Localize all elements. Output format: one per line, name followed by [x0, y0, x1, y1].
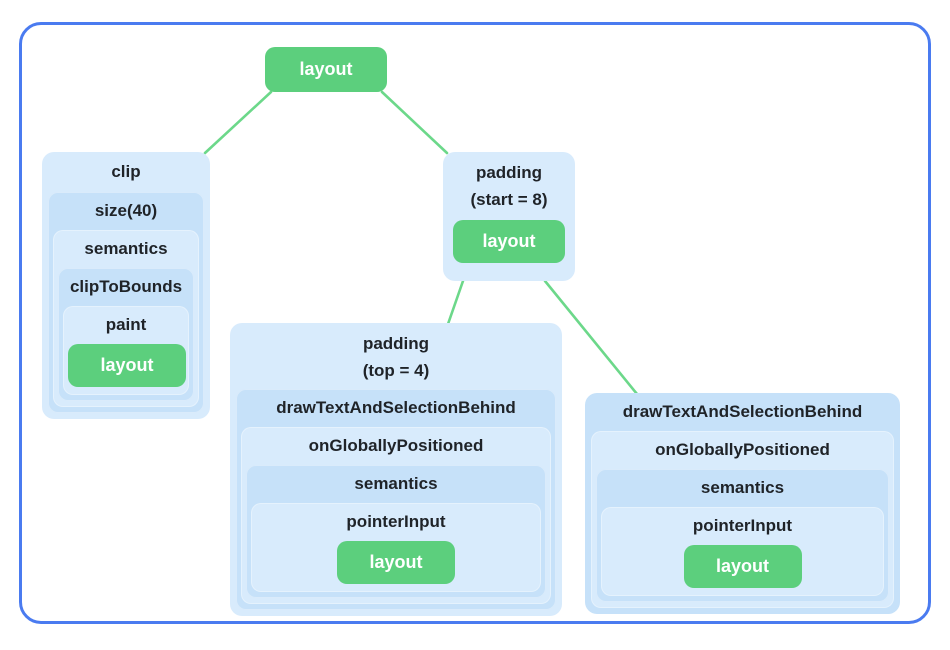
padding-start-title-line2: (start = 8) — [470, 190, 548, 209]
node-cliptobounds: clipToBounds paint layout — [58, 268, 194, 401]
pointerinput-right-label: pointerInput — [692, 516, 793, 535]
node-layout-right-leaf: layout — [683, 545, 802, 588]
node-paint: paint layout — [63, 306, 189, 395]
node-layout-middle-leaf: layout — [337, 541, 455, 584]
padding-start-title-line1: padding — [475, 163, 543, 182]
size40-label: size(40) — [94, 201, 158, 220]
padding-top-title-line2: (top = 4) — [362, 361, 430, 380]
node-pointerinput-middle: pointerInput layout — [251, 503, 541, 592]
node-pointerinput-right: pointerInput layout — [601, 507, 884, 596]
clip-title: clip — [111, 162, 141, 181]
node-ongloballypositioned-right: onGloballyPositioned semantics pointerIn… — [591, 431, 894, 608]
card-padding-start: padding (start = 8) layout — [443, 152, 575, 281]
padding-top-title: padding (top = 4) — [236, 323, 556, 389]
paint-label: paint — [105, 315, 147, 334]
semantics-middle-label: semantics — [354, 474, 438, 493]
pointerinput-middle-label: pointerInput — [346, 512, 446, 531]
semantics-right-label: semantics — [700, 478, 785, 497]
card-padding-top: padding (top = 4) drawTextAndSelectionBe… — [230, 323, 562, 616]
card-clip: clip size(40) semantics clipToBounds pai… — [42, 152, 210, 419]
semantics-clip-label: semantics — [84, 239, 168, 258]
ongloballypositioned-right-label: onGloballyPositioned — [655, 440, 830, 459]
ongloballypositioned-middle-label: onGloballyPositioned — [308, 436, 484, 455]
node-semantics-middle: semantics pointerInput layout — [246, 465, 546, 598]
padding-top-title-line1: padding — [362, 334, 430, 353]
node-semantics-right: semantics pointerInput layout — [596, 469, 889, 602]
node-drawtext-middle: drawTextAndSelectionBehind onGloballyPos… — [236, 389, 556, 610]
node-ongloballypositioned-middle: onGloballyPositioned semantics pointerIn… — [241, 427, 551, 604]
card-drawtext: drawTextAndSelectionBehind onGloballyPos… — [585, 393, 900, 614]
padding-start-title: padding (start = 8) — [449, 152, 569, 218]
node-layout-root: layout — [265, 47, 387, 92]
node-semantics-clip: semantics clipToBounds paint layout — [53, 230, 199, 407]
drawtext-right-label: drawTextAndSelectionBehind — [622, 402, 863, 421]
diagram-frame — [19, 22, 931, 624]
drawtext-middle-label: drawTextAndSelectionBehind — [276, 398, 516, 417]
node-size40: size(40) semantics clipToBounds paint la… — [48, 192, 204, 413]
cliptobounds-label: clipToBounds — [69, 277, 183, 296]
node-layout-clip-leaf: layout — [68, 344, 186, 387]
node-layout-padding-start-leaf: layout — [453, 220, 565, 263]
